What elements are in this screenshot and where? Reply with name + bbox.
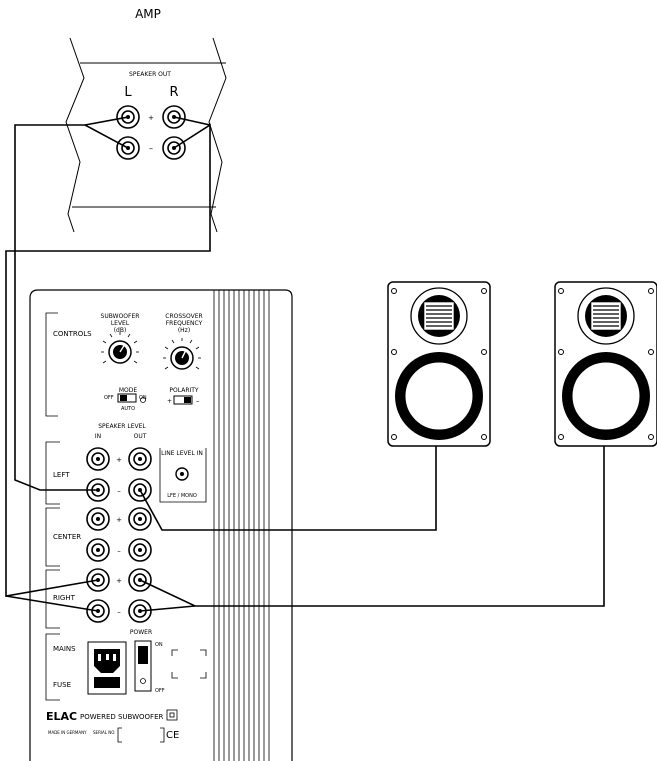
mains-label: MAINS [53, 645, 76, 653]
center-plus-mark: + [116, 516, 122, 524]
group-brackets [45, 441, 60, 701]
fuse-label: FUSE [53, 681, 71, 689]
level-title-3: (dB) [114, 327, 127, 334]
speaker-level-label: SPEAKER LEVEL [98, 423, 146, 430]
speaker-wires [5, 116, 605, 612]
amp-plus-label: + [148, 114, 154, 122]
subwoofer-panel [29, 289, 293, 761]
power-off-label: OFF [155, 688, 165, 694]
corner-marks [171, 649, 207, 679]
center-minus-mark: – [117, 547, 121, 555]
amp-title: AMP [135, 7, 161, 21]
plus-minus-marks: + – + – + – [116, 456, 122, 616]
speaker-level-in-label: IN [95, 433, 101, 440]
power-on-label: ON [155, 642, 163, 648]
rca-jack-icon [175, 467, 189, 481]
level-title-2: LEVEL [111, 320, 130, 327]
mode-auto-label: AUTO [121, 406, 135, 412]
left-speaker-icon [387, 281, 491, 447]
left-minus-mark: – [117, 487, 121, 495]
lfe-mono-label: LFE / MONO [167, 493, 197, 499]
sub-left-out-plus-terminal [128, 447, 152, 471]
xover-title-1: CROSSOVER [165, 313, 202, 320]
ce-mark: CE [166, 730, 179, 741]
sub-center-out-minus-terminal [128, 538, 152, 562]
controls-bracket [45, 312, 58, 417]
sub-center-out-plus-terminal [128, 507, 152, 531]
amp-right-label: R [169, 85, 178, 100]
level-title-1: SUBWOOFER [101, 313, 140, 320]
product-label: POWERED SUBWOOFER [80, 713, 163, 721]
power-label: POWER [130, 629, 152, 636]
right-minus-mark: – [117, 608, 121, 616]
center-group-label: CENTER [53, 533, 81, 541]
amp-panel [65, 37, 227, 233]
xover-title-2: FREQUENCY [166, 320, 203, 327]
sub-center-in-plus-terminal [86, 507, 110, 531]
power-switch-icon [134, 640, 152, 692]
double-insulation-icon [166, 709, 178, 721]
left-plus-mark: + [116, 456, 122, 464]
controls-label: CONTROLS [53, 330, 92, 338]
heatsink-fins [213, 290, 270, 761]
right-group-label: RIGHT [53, 594, 76, 602]
amp-minus-label: – [149, 144, 153, 153]
amp-left-label: L [124, 85, 132, 100]
serial-label: SERIAL NO. [93, 730, 116, 735]
mode-label: MODE [119, 387, 138, 394]
right-plus-mark: + [116, 577, 122, 585]
mode-switch-icon [117, 393, 146, 403]
sub-left-in-plus-terminal [86, 447, 110, 471]
mode-off-label: OFF [104, 395, 114, 401]
made-in-label: MADE IN GERMANY [48, 730, 87, 735]
polarity-switch-icon [173, 395, 193, 405]
polarity-plus-label: + [167, 398, 172, 405]
level-knob-icon [101, 332, 139, 364]
right-speaker-icon [554, 281, 657, 447]
serial-field [117, 727, 165, 743]
line-level-bracket [159, 448, 207, 503]
speaker-level-out-label: OUT [134, 433, 147, 440]
line-level-in-label: LINE LEVEL IN [161, 450, 203, 457]
iec-socket-icon [87, 641, 127, 695]
left-group-label: LEFT [53, 471, 70, 479]
mode-on-label: ON [139, 395, 147, 401]
brand-logo: ELAC [46, 710, 77, 723]
polarity-minus-label: – [196, 397, 200, 405]
sub-center-in-minus-terminal [86, 538, 110, 562]
crossover-knob-icon [163, 338, 201, 370]
polarity-label: POLARITY [169, 387, 199, 394]
xover-title-3: (Hz) [178, 327, 190, 334]
speaker-out-label: SPEAKER OUT [129, 71, 171, 78]
